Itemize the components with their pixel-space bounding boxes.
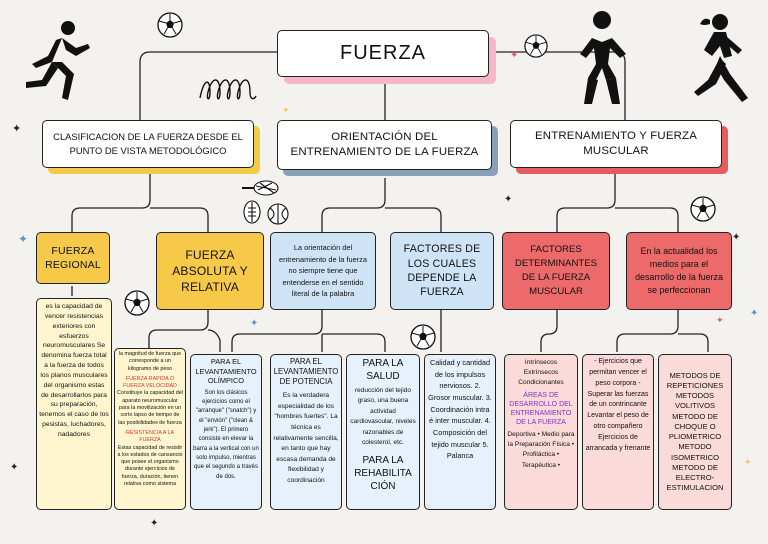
star-confetti-icon: ✦ [744, 458, 752, 468]
metodos-list: METODOS DE REPETICIONES METODOS VOLITIVO… [666, 370, 724, 493]
ejercicios-box: - Ejercicios que permitan vencer el peso… [582, 354, 654, 510]
soccer-ball-icon [690, 196, 716, 222]
absoluta-desc-box: la magnitud de fuerza que corresponde a … [114, 348, 186, 510]
star-confetti-icon: ✦ [18, 232, 29, 246]
olimpico-title: PARA EL LEVANTAMIENTO OLÍMPICO [195, 357, 257, 386]
soccer-ball-icon [157, 12, 183, 38]
resistencia-title: RESISTENCIA A LA FUERZA [125, 429, 175, 444]
star-confetti-icon: ✦ [282, 106, 290, 116]
factores-list-box: Calidad y cantidad de los impulsos nervi… [424, 354, 496, 510]
areas-desarrollo-title: ÁREAS DE DESARROLLO DEL ENTRENAMIENTO DE… [509, 391, 573, 426]
actualidad-box: En la actualidad los medios para el desa… [626, 232, 732, 310]
orientacion-label: ORIENTACIÓN DEL ENTRENAMIENTO DE LA FUER… [290, 130, 479, 158]
star-confetti-icon: ✦ [250, 318, 259, 329]
clasificacion-box: CLASIFICACION DE LA FUERZA DESDE EL PUNT… [42, 120, 254, 168]
factores-determinantes-label: FACTORES DETERMINANTES DE LA FUERZA MUSC… [514, 244, 598, 297]
actualidad-label: En la actualidad los medios para el desa… [635, 246, 723, 295]
olimpico-text: Son los clásicos ejercicios como el "arr… [193, 389, 259, 480]
factores-determinantes-box: FACTORES DETERMINANTES DE LA FUERZA MUSC… [502, 232, 610, 310]
factores-cuales-box: FACTORES DE LOS CUALES DEPENDE LA FUERZA [390, 232, 494, 310]
intrinsecos-label: Intrínsecos [524, 359, 558, 366]
orientacion-desc: La orientación del entrenamiento de la f… [279, 243, 367, 299]
volleyball-player-icon [572, 8, 634, 108]
levantamiento-olimpico-box: PARA EL LEVANTAMIENTO OLÍMPICO Son los c… [190, 354, 262, 510]
soccer-ball-icon [524, 34, 548, 58]
resistencia-text: Estas capacidad de resistir a los estado… [117, 444, 183, 488]
metodos-box: METODOS DE REPETICIONES METODOS VOLITIVO… [658, 354, 732, 510]
levantamiento-potencia-box: PARA EL LEVANTAMIENTO DE POTENCIA Es la … [270, 354, 342, 510]
areas-list: Deportiva • Medio para la Preparación Fí… [507, 431, 575, 469]
extrinsecos-label: Extrínsecos [523, 369, 559, 377]
orientacion-box: ORIENTACIÓN DEL ENTRENAMIENTO DE LA FUER… [277, 120, 492, 170]
absoluta-intro: la magnitud de fuerza que corresponde a … [118, 351, 182, 372]
main-title: FUERZA [340, 42, 426, 64]
salud-title: PARA LA SALUD [362, 358, 404, 382]
condicionantes-label: Condicionantes [518, 379, 564, 387]
runner-silhouette-icon [22, 18, 94, 108]
absoluta-box: FUERZA ABSOLUTA Y RELATIVA [156, 232, 264, 310]
regional-box: FUERZA REGIONAL [36, 232, 110, 284]
star-confetti-icon: ✦ [510, 50, 519, 61]
soccer-ball-icon [124, 290, 150, 316]
main-title-box: FUERZA [277, 30, 489, 77]
potencia-text: Es la verdadera especialidad de los "hom… [273, 392, 339, 484]
star-confetti-icon: ✦ [732, 232, 741, 243]
regional-desc-box: es la capacidad de vencer resistencias e… [36, 298, 112, 510]
ejercicios-list: - Ejercicios que permitan vencer el peso… [585, 358, 651, 452]
orientacion-desc-box: La orientación del entrenamiento de la f… [270, 232, 376, 310]
star-confetti-icon: ✦ [504, 194, 513, 205]
spring-doodle-icon [196, 70, 258, 106]
regional-desc: es la capacidad de vencer resistencias e… [39, 303, 109, 438]
star-confetti-icon: ✦ [716, 316, 724, 326]
star-confetti-icon: ✦ [150, 518, 159, 529]
absoluta-label: FUERZA ABSOLUTA Y RELATIVA [172, 247, 248, 295]
fuerza-rapida-text: Constituye la capacidad del aparato neur… [117, 390, 183, 426]
clasificacion-label: CLASIFICACION DE LA FUERZA DESDE EL PUNT… [53, 131, 243, 156]
running-woman-icon [690, 10, 754, 112]
intrinsecos-box: Intrínsecos Extrínsecos Condicionantes Á… [504, 354, 578, 510]
salud-box: PARA LA SALUD reducción del tejido graso… [346, 354, 420, 510]
star-confetti-icon: ✦ [12, 122, 22, 135]
entrenamiento-label: ENTRENAMIENTO Y FUERZA MUSCULAR [535, 129, 697, 157]
entrenamiento-box: ENTRENAMIENTO Y FUERZA MUSCULAR [510, 120, 722, 168]
rehabilitacion-title: PARA LA REHABILITA CIÓN [354, 455, 412, 493]
star-confetti-icon: ✦ [750, 308, 759, 319]
sports-balls-cluster-icon [238, 178, 294, 228]
fuerza-rapida-title: FUERZA RAPIDA O FUERZA VELOCIDAD [123, 375, 177, 390]
factores-list: Calidad y cantidad de los impulsos nervi… [428, 358, 492, 461]
regional-label: FUERZA REGIONAL [45, 244, 101, 271]
star-confetti-icon: ✦ [10, 462, 19, 473]
salud-text: reducción del tejido graso, una buena ac… [350, 387, 416, 446]
soccer-ball-icon [410, 324, 436, 350]
potencia-title: PARA EL LEVANTAMIENTO DE POTENCIA [273, 357, 339, 387]
factores-cuales-label: FACTORES DE LOS CUALES DEPENDE LA FUERZA [403, 243, 481, 299]
